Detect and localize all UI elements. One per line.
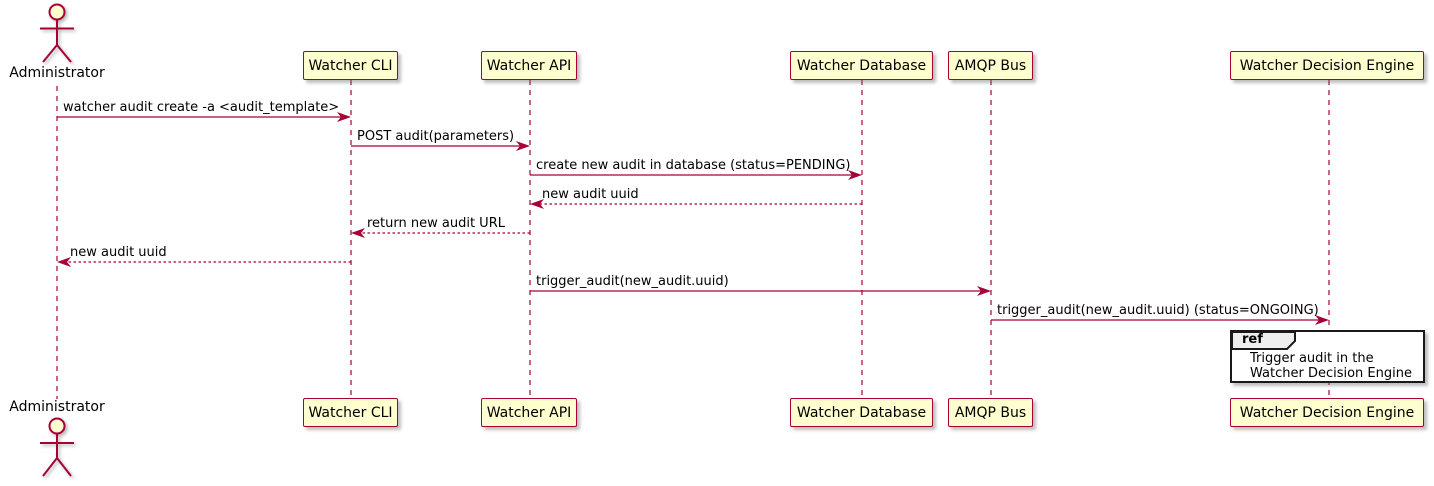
message-arrow-7 (530, 286, 991, 296)
participant-bottom-watcher-database: Watcher Database (790, 398, 933, 427)
arrowhead-right-icon (337, 112, 351, 122)
arrowhead-right-icon (516, 141, 530, 151)
participant-bottom-watcher-decision-engine: Watcher Decision Engine (1230, 398, 1424, 427)
ref-fragment: ref Trigger audit in the Watcher Decisio… (1230, 330, 1425, 383)
message-label-1: watcher audit create -a <audit_template> (63, 100, 340, 115)
ref-keyword-label: ref (1242, 332, 1263, 347)
message-arrow-3 (530, 170, 862, 180)
arrowhead-left-icon (530, 199, 544, 209)
participant-bottom-amqp-bus: AMQP Bus (948, 398, 1033, 427)
message-label-8: trigger_audit(new_audit.uuid) (status=ON… (997, 303, 1319, 318)
participant-label: Watcher API (486, 404, 572, 421)
participant-label: AMQP Bus (954, 57, 1027, 74)
message-arrow-4 (530, 199, 862, 209)
arrowhead-right-icon (977, 286, 991, 296)
message-arrow-2 (351, 141, 530, 151)
participant-label: Watcher Decision Engine (1239, 404, 1415, 421)
participant-label: Watcher CLI (308, 404, 393, 421)
ref-text-line-1: Trigger audit in the (1250, 351, 1374, 366)
message-label-5: return new audit URL (367, 216, 505, 231)
message-arrows (57, 112, 1329, 325)
participant-top-watcher-cli: Watcher CLI (303, 51, 398, 80)
message-label-3: create new audit in database (status=PEN… (536, 158, 851, 173)
lifelines (56, 80, 1330, 399)
participant-top-watcher-database: Watcher Database (790, 51, 933, 80)
participant-label: Watcher Database (796, 57, 927, 74)
participant-label: Watcher Decision Engine (1239, 57, 1415, 74)
participant-label: Watcher CLI (308, 57, 393, 74)
participant-top-amqp-bus: AMQP Bus (948, 51, 1033, 80)
arrowhead-right-icon (1315, 315, 1329, 325)
message-arrow-5 (351, 228, 530, 238)
participant-top-watcher-api: Watcher API (481, 51, 577, 80)
actor-figure-bottom (40, 417, 74, 477)
message-label-7: trigger_audit(new_audit.uuid) (536, 274, 729, 289)
arrowhead-right-icon (848, 170, 862, 180)
message-arrow-8 (991, 315, 1329, 325)
ref-header-pentagon (1231, 331, 1296, 350)
arrowhead-left-icon (351, 228, 365, 238)
message-arrow-1 (57, 112, 351, 122)
participant-label: AMQP Bus (954, 404, 1027, 421)
participant-bottom-watcher-cli: Watcher CLI (303, 398, 398, 427)
message-arrow-6 (57, 257, 351, 267)
message-label-6: new audit uuid (70, 245, 167, 260)
arrowhead-left-icon (57, 257, 71, 267)
actor-label-bottom: Administrator (9, 399, 105, 415)
message-label-4: new audit uuid (542, 187, 639, 202)
participant-label: Watcher Database (796, 404, 927, 421)
message-label-2: POST audit(parameters) (357, 129, 515, 144)
participant-top-watcher-decision-engine: Watcher Decision Engine (1230, 51, 1424, 80)
actor-label-top: Administrator (9, 65, 105, 81)
participant-label: Watcher API (486, 57, 572, 74)
ref-text-line-2: Watcher Decision Engine (1250, 366, 1412, 381)
actor-figure-top (40, 3, 74, 63)
participant-bottom-watcher-api: Watcher API (481, 398, 577, 427)
